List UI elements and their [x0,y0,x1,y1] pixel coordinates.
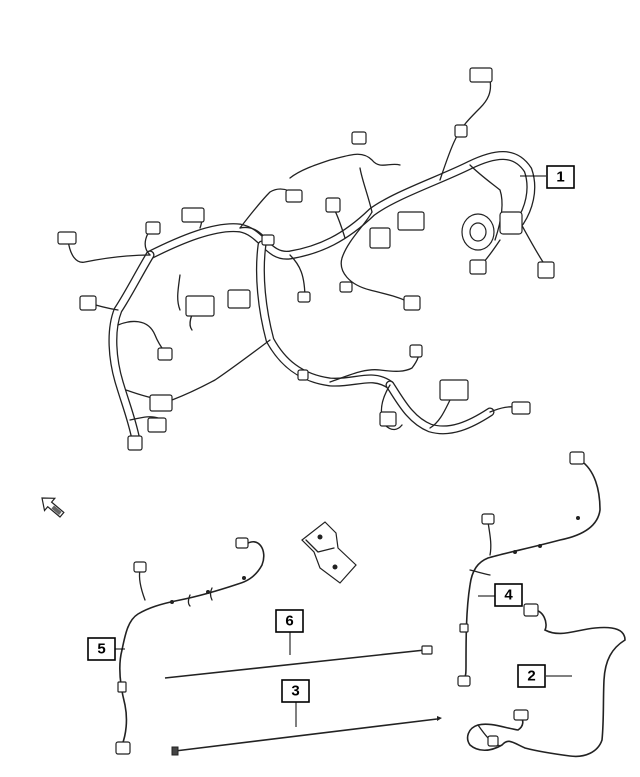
wire-lead-part-6 [164,645,433,679]
callout-6: 6 [275,609,304,633]
front-direction-arrow-icon [41,497,65,518]
callout-4-label: 4 [504,587,513,604]
callout-3: 3 [281,679,310,703]
harness-part-5 [115,537,265,755]
callout-3-label: 3 [291,683,299,700]
callout-leaders [115,175,572,727]
callout-2: 2 [517,664,546,688]
callout-6-label: 6 [285,613,293,630]
callout-4: 4 [494,583,523,607]
harness-part-4 [457,451,601,687]
wire-lead-part-3 [171,716,442,756]
instrument-panel-harness [57,67,555,451]
harness-part-2 [466,603,626,758]
callout-5: 5 [87,637,116,661]
callout-5-label: 5 [97,641,105,658]
callout-2-label: 2 [527,668,535,685]
mounting-bracket-icon [301,521,357,584]
callout-1-label: 1 [556,169,564,186]
callout-1: 1 [546,165,575,189]
